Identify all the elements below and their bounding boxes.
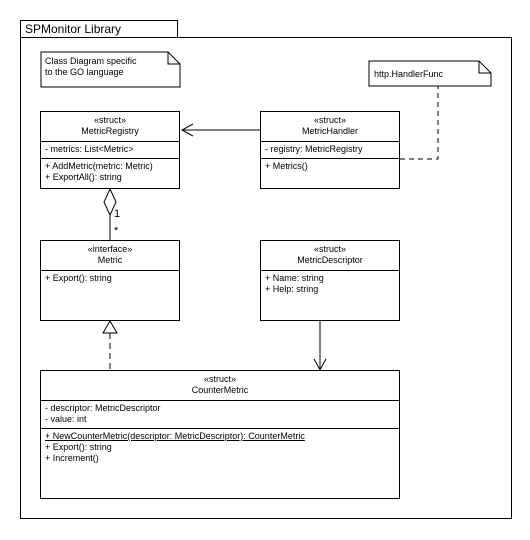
note-go-line: Class Diagram specific <box>45 56 137 66</box>
class-name: Metric <box>97 255 123 265</box>
class-header: «struct» MetricRegistry <box>41 112 179 142</box>
attributes-compartment: - descriptor: MetricDescriptor - value: … <box>41 401 399 429</box>
operations-compartment: + Export(): string <box>41 271 179 287</box>
note-handlerfunc-fold <box>478 61 491 74</box>
attributes-compartment: - metrics: List<Metric> <box>41 142 179 159</box>
attributes-compartment: - registry: MetricRegistry <box>261 142 399 159</box>
note-go-line: to the GO language <box>45 67 124 77</box>
class-name: MetricRegistry <box>81 126 139 136</box>
operation: + Export(): string <box>45 273 112 283</box>
realization-triangle <box>102 320 118 334</box>
operation: + Metrics() <box>265 161 308 171</box>
class-metric-registry[interactable]: «struct» MetricRegistry - metrics: List<… <box>40 111 180 189</box>
class-metric[interactable]: «interface» Metric + Export(): string <box>40 240 180 321</box>
static-operation: + NewCounterMetric(descriptor: MetricDes… <box>45 431 305 441</box>
multiplicity-registry: 1 <box>114 208 120 220</box>
stereotype-label: «struct» <box>313 244 346 254</box>
class-metric-handler[interactable]: «struct» MetricHandler - registry: Metri… <box>260 111 400 189</box>
operation: + AddMetric(metric: Metric) <box>45 161 153 171</box>
stereotype-label: «struct» <box>203 374 236 384</box>
association-arrowhead <box>180 123 194 137</box>
class-header: «struct» MetricDescriptor <box>261 241 399 271</box>
package-title: SPMonitor Library <box>25 22 122 36</box>
class-name: MetricDescriptor <box>297 255 363 265</box>
class-counter-metric[interactable]: «struct» CounterMetric - descriptor: Met… <box>40 370 400 499</box>
attribute: + Help: string <box>265 284 319 294</box>
operations-compartment: + Metrics() <box>261 159 399 175</box>
class-name: MetricHandler <box>301 126 359 136</box>
note-go-text: Class Diagram specific to the GO languag… <box>45 56 137 78</box>
class-name: CounterMetric <box>191 385 249 395</box>
class-header: «interface» Metric <box>41 241 179 271</box>
class-metric-descriptor[interactable]: «struct» MetricDescriptor + Name: string… <box>260 240 400 321</box>
aggregation-diamond <box>103 187 117 217</box>
attribute: - descriptor: MetricDescriptor <box>45 403 161 413</box>
attributes-compartment: + Name: string + Help: string <box>261 271 399 298</box>
attribute: - metrics: List<Metric> <box>45 144 134 154</box>
note-go-shape <box>40 51 181 88</box>
package-tab: SPMonitor Library <box>20 20 178 37</box>
note-handlerfunc-text: http.HandlerFunc <box>374 69 443 80</box>
class-header: «struct» CounterMetric <box>41 371 399 401</box>
operation: + ExportAll(): string <box>45 172 122 182</box>
operation: + Export(): string <box>45 442 112 452</box>
attribute: - registry: MetricRegistry <box>265 144 363 154</box>
attribute: - value: int <box>45 414 87 424</box>
multiplicity-metric: * <box>114 225 119 237</box>
operations-compartment: + NewCounterMetric(descriptor: MetricDes… <box>41 429 399 467</box>
note-go-fold <box>167 52 180 65</box>
note-anchor-line <box>400 86 439 160</box>
note-handlerfunc-line: http.HandlerFunc <box>374 69 444 79</box>
operations-compartment: + AddMetric(metric: Metric) + ExportAll(… <box>41 159 179 186</box>
operation: + Increment() <box>45 453 99 463</box>
attribute: + Name: string <box>265 273 324 283</box>
stereotype-label: «struct» <box>93 115 126 125</box>
stereotype-label: «interface» <box>87 244 133 254</box>
note-handlerfunc-shape <box>368 60 492 87</box>
class-header: «struct» MetricHandler <box>261 112 399 142</box>
stereotype-label: «struct» <box>313 115 346 125</box>
